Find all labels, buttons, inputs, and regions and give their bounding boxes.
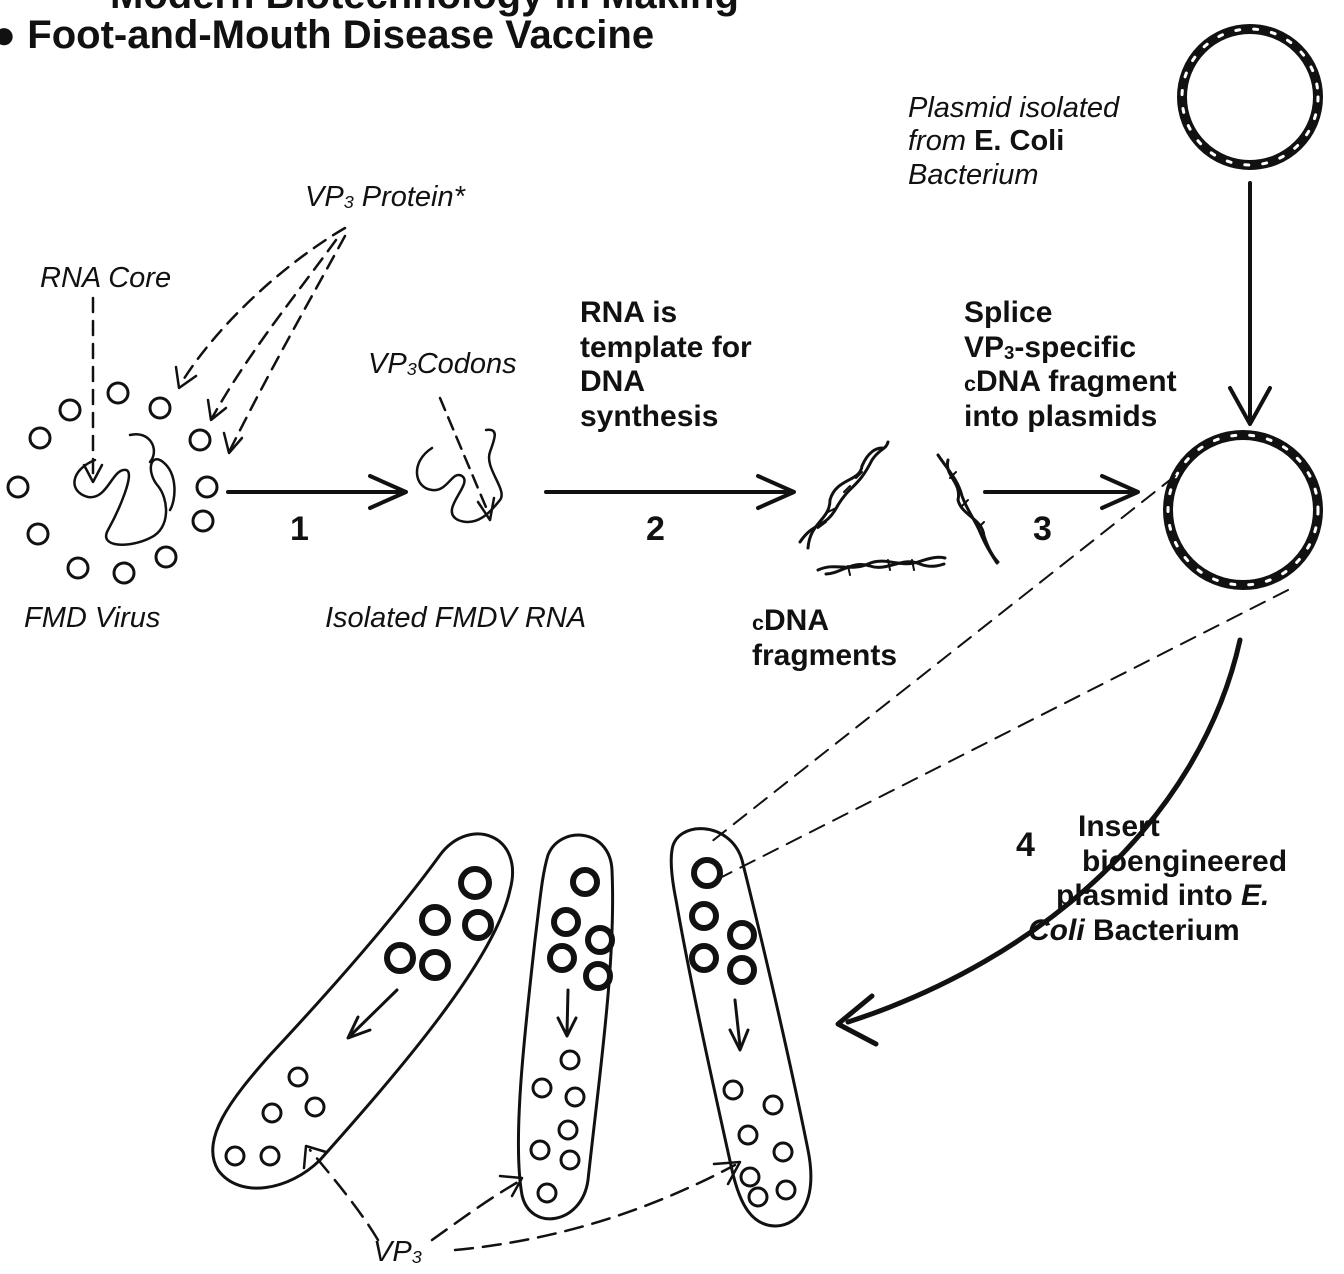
vp3-codons-pointer: [440, 398, 488, 512]
bacterium-1: [213, 834, 513, 1188]
bacterium-3: [671, 829, 811, 1226]
bacterium-2-outline: [518, 835, 612, 1219]
cdna-fragments-label: cDNA fragments: [752, 604, 897, 673]
plasmid-down-arrow: [1230, 183, 1270, 424]
vp3-bottom-label: VP3: [373, 1236, 422, 1269]
vp3-protein-particles: [8, 383, 217, 583]
step-3-description: Splice VP3-specific cDNA fragment into p…: [964, 296, 1177, 434]
vp3-protein-pointers: [180, 228, 345, 450]
plasmid-isolated: [1182, 29, 1318, 165]
virus-rna-strand-2: [130, 434, 154, 462]
step-4-description: Insert bioengineered plasmid into E. Col…: [1028, 810, 1287, 948]
cdna-helix-3: [818, 557, 945, 575]
vp3-codons-label: VP3Codons: [368, 348, 517, 381]
title-bullet: ●: [0, 13, 16, 57]
step-1-number: 1: [290, 510, 309, 549]
step-2-arrow: [546, 476, 794, 508]
plasmid-recombinant: [1168, 435, 1318, 585]
vp3-protein-label: VP3 Protein*: [305, 181, 465, 214]
title-text: Foot-and-Mouth Disease Vaccine: [27, 13, 654, 57]
fmd-virus: [74, 434, 174, 545]
rna-core-label: RNA Core: [40, 262, 171, 295]
cdna-helix-2: [938, 455, 998, 563]
step-2-description: RNA is template for DNA synthesis: [580, 296, 752, 434]
step-3-number: 3: [1033, 510, 1052, 549]
step-1-arrow: [228, 476, 406, 508]
bacterium-3-outline: [671, 829, 811, 1226]
bacterium-1-outline: [213, 834, 513, 1188]
step-3-arrow: [985, 476, 1138, 508]
isolated-rna-label: Isolated FMDV RNA: [325, 602, 586, 635]
bacterium-2: [518, 835, 612, 1219]
fmd-virus-label: FMD Virus: [24, 602, 160, 635]
plasmid-isolated-label: Plasmid isolated from E. Coli Bacterium: [908, 92, 1119, 192]
e-coli-text: E. Coli: [974, 125, 1064, 157]
cdna-fragments: [800, 442, 998, 575]
cdna-helix-1: [800, 442, 888, 548]
virus-rna-strand: [74, 459, 174, 544]
step-2-number: 2: [646, 510, 665, 549]
vp3-codons-arrowhead: [478, 498, 494, 520]
page-title: ● Foot-and-Mouth Disease Vaccine: [0, 12, 654, 58]
